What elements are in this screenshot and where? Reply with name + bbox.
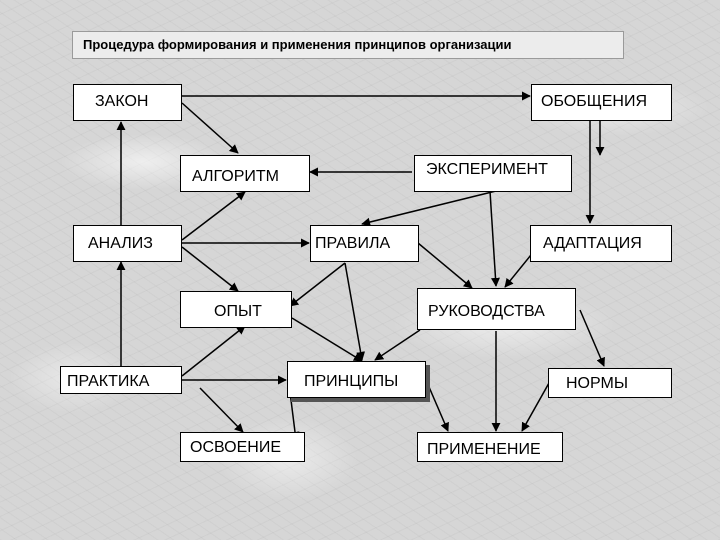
node-eksperiment: ЭКСПЕРИМЕНТ [414,155,572,192]
arrow-normy-primenenie [521,382,550,432]
node-normy: НОРМЫ [548,368,672,398]
node-analiz-label: АНАЛИЗ [88,235,153,252]
arrow-zakon-algoritm [181,102,239,154]
arrow-pravila-rukovodstva [417,242,473,289]
arrow-opyt-printsipy [291,317,363,362]
node-eksperiment-label: ЭКСПЕРИМЕНТ [426,161,548,178]
node-pravila: ПРАВИЛА [310,225,419,262]
arrow-eksperiment-pravila [361,189,501,227]
arrow-analiz-opyt [181,246,239,292]
node-obobshcheniya-label: ОБОБЩЕНИЯ [541,93,647,110]
arrow-rukovodstva-normy [579,309,605,367]
node-primenenie-label: ПРИМЕНЕНИЕ [427,441,541,458]
node-normy-label: НОРМЫ [566,375,628,392]
diagram-title: Процедура формирования и применения прин… [72,31,624,59]
node-analiz: АНАЛИЗ [73,225,182,262]
node-printsipy-label: ПРИНЦИПЫ [304,373,399,390]
node-rukovodstva-label: РУКОВОДСТВА [428,303,545,320]
node-adaptatsiya: АДАПТАЦИЯ [530,225,672,262]
node-printsipy: ПРИНЦИПЫ [287,361,426,398]
node-osvoenie-label: ОСВОЕНИЕ [190,439,281,456]
node-primenenie: ПРИМЕНЕНИЕ [417,432,563,462]
node-algoritm-label: АЛГОРИТМ [192,168,280,185]
arrow-analiz-algoritm [181,191,246,241]
node-osvoenie: ОСВОЕНИЕ [180,432,305,462]
arrow-praktika-opyt [181,325,246,377]
node-adaptatsiya-label: АДАПТАЦИЯ [543,235,642,252]
node-praktika-label: ПРАКТИКА [67,373,150,390]
node-pravila-label: ПРАВИЛА [315,235,391,252]
node-praktika: ПРАКТИКА [60,366,182,394]
arrow-pravila-opyt [289,262,346,307]
node-rukovodstva: РУКОВОДСТВА [417,288,576,330]
arrow-praktika-osvoenie [199,387,244,433]
arrow-pravila-printsipy [344,262,366,361]
node-zakon-label: ЗАКОН [95,93,149,110]
arrow-printsipy-primenenie [425,379,449,432]
arrow-rukovodstva-printsipy [374,329,421,361]
node-opyt: ОПЫТ [180,291,292,328]
arrow-eksperiment-rukovodstva [489,190,500,287]
node-obobshcheniya: ОБОБЩЕНИЯ [531,84,672,121]
node-zakon: ЗАКОН [73,84,182,121]
node-opyt-label: ОПЫТ [214,303,262,320]
node-algoritm: АЛГОРИТМ [180,155,310,192]
